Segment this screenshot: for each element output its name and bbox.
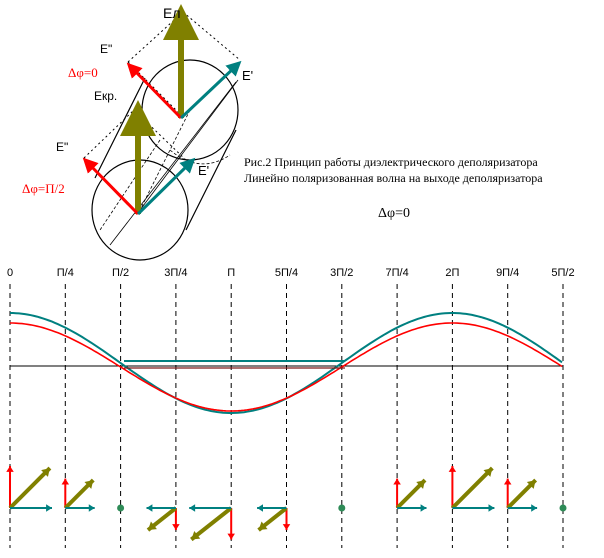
e2-vector-lower	[82, 157, 140, 216]
olive-resultant-head	[147, 521, 157, 531]
label-dphi-pi2: Δφ=Π/2	[22, 181, 65, 196]
olive-resultant-head	[526, 480, 536, 489]
e1-vector-lower	[136, 157, 196, 216]
olive-resultant	[190, 506, 233, 542]
zero-amplitude-dot	[338, 504, 346, 512]
red-component-head	[393, 478, 401, 485]
olive-resultant-head	[416, 480, 426, 489]
phase-tick-label: Π/2	[112, 267, 129, 279]
phase-tick-label: 5Π/2	[551, 267, 574, 279]
red-wave	[10, 322, 563, 412]
olive-resultant-head	[41, 468, 50, 477]
phase-tick-label: 0	[7, 267, 13, 279]
red-component-head	[503, 478, 512, 485]
caption-line-1: Рис.2 Принцип работы диэлектрического де…	[244, 155, 538, 169]
phase-tick-label: 7Π/4	[385, 267, 408, 279]
figure-caption: Рис.2 Принцип работы диэлектрического де…	[244, 154, 543, 186]
wave-curves	[10, 312, 563, 414]
label-dphi0: Δφ=0	[68, 65, 98, 80]
red-component-head	[227, 533, 235, 540]
olive-resultant-head	[258, 521, 268, 531]
teal-component-head	[88, 504, 95, 512]
phase-tick-label: Π	[227, 267, 235, 279]
label-e1-mid: E'	[198, 163, 209, 178]
caption-line-2: Линейно поляризованная волна на выходе д…	[244, 171, 543, 185]
zero-amplitude-dot	[559, 504, 567, 512]
phase-tick-label: 9Π/4	[496, 267, 519, 279]
polarization-vector-diagrams	[6, 466, 567, 542]
olive-resultant-head	[84, 480, 94, 489]
teal-component-head	[488, 504, 495, 512]
label-e1-top: E'	[242, 68, 253, 83]
red-component-head	[282, 524, 291, 531]
olive-resultant-head	[191, 531, 201, 540]
red-component-head	[448, 466, 457, 472]
teal-component-head	[146, 504, 153, 512]
teal-component-head	[189, 504, 196, 512]
label-el: Eл	[163, 5, 181, 21]
olive-resultant-head	[483, 468, 493, 477]
e2-vector-upper	[126, 62, 183, 120]
e1-vector-upper	[179, 60, 242, 120]
label-e2-top: E"	[100, 42, 112, 56]
phase-tick-label: Π/4	[57, 267, 74, 279]
phase-tick-labels: 0 Π/4 Π/2 3Π/4 Π 5Π/4 3Π/2 7Π/4 2Π 9Π/4 5Π/2	[7, 267, 575, 279]
phase-tick-label: 3Π/2	[330, 267, 353, 279]
phase-tick-label: 5Π/4	[275, 267, 298, 279]
zero-amplitude-dot	[117, 504, 125, 512]
red-component-head	[6, 466, 14, 472]
teal-component-head	[46, 504, 52, 512]
label-e2-mid: E"	[56, 140, 68, 154]
olive-resultant	[8, 466, 52, 510]
delta-phi-label: Δφ=0	[378, 206, 410, 221]
red-component-head	[61, 478, 70, 485]
phase-tick-label: 3Π/4	[164, 267, 187, 279]
red-component-head	[172, 524, 180, 531]
teal-component-head	[420, 504, 427, 512]
depolarizer-figure: Eл E" Δφ=0 E' Eкр. E" Δφ=Π/2 E'	[22, 4, 253, 261]
label-ekr: Eкр.	[94, 89, 117, 103]
phase-tick-label: 2Π	[445, 267, 459, 279]
teal-component-head	[257, 504, 264, 512]
olive-resultant	[450, 466, 494, 510]
teal-component-head	[531, 504, 538, 512]
